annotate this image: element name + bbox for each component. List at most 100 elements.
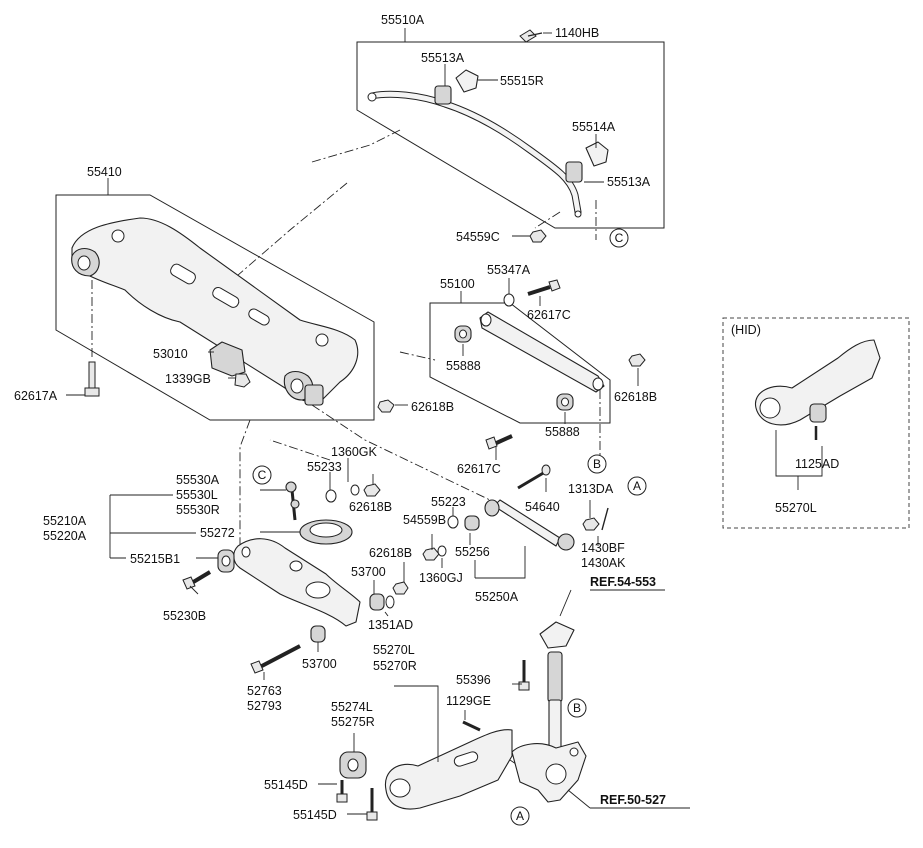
svg-text:A: A	[633, 479, 641, 493]
label-53010: 53010	[153, 347, 188, 361]
label-hid-title: (HID)	[731, 323, 761, 337]
upper-arm-55100	[479, 311, 605, 393]
bolt-62617A	[84, 361, 100, 397]
label-55410: 55410	[87, 165, 122, 179]
label-55272: 55272	[200, 526, 235, 540]
bolt-54640	[517, 464, 551, 490]
knuckle	[511, 741, 587, 803]
label-55347A: 55347A	[487, 263, 531, 277]
label-55510A: 55510A	[381, 13, 425, 27]
label-55230B: 55230B	[163, 609, 206, 623]
callout-c-stabilizer: C	[609, 228, 629, 248]
nut-1360GK	[350, 484, 360, 496]
label-1339GB: 1339GB	[165, 372, 211, 386]
hid-variant-frame	[722, 317, 910, 529]
label-55275R: 55275R	[331, 715, 375, 729]
label-1430AK: 1430AK	[581, 556, 626, 570]
label-1360GJ: 1360GJ	[419, 571, 463, 585]
trailing-arm-55270	[384, 729, 513, 810]
label-ref-54-553: REF.54-553	[590, 575, 656, 589]
label-55396: 55396	[456, 673, 491, 687]
label-62618B-left: 62618B	[349, 500, 392, 514]
label-1351AD: 1351AD	[368, 618, 413, 632]
label-55513A-right: 55513A	[607, 175, 651, 189]
label-55274L: 55274L	[331, 700, 373, 714]
label-55530L: 55530L	[176, 488, 218, 502]
svg-text:A: A	[516, 809, 524, 823]
washer-55233	[325, 489, 337, 503]
bolt-55145D-top	[336, 780, 348, 803]
label-55888-right: 55888	[545, 425, 580, 439]
label-53700-top: 53700	[351, 565, 386, 579]
label-55530A: 55530A	[176, 473, 220, 487]
label-1140HB: 1140HB	[555, 26, 599, 40]
label-54640: 54640	[525, 500, 560, 514]
label-62617C-bottom: 62617C	[457, 462, 501, 476]
lower-arm-55210A	[233, 538, 361, 627]
stabilizer-bushing-left	[434, 69, 479, 105]
label-52793: 52793	[247, 699, 282, 713]
washer-1360GJ	[437, 545, 447, 557]
bushing-55888-left	[454, 325, 472, 343]
label-ref-50-527: REF.50-527	[600, 793, 666, 807]
leader-lines	[66, 28, 823, 815]
spring-seat-55272	[299, 519, 353, 545]
label-1313DA: 1313DA	[568, 482, 614, 496]
label-54559C: 54559C	[456, 230, 500, 244]
nut-54559C	[529, 229, 547, 243]
assist-link-55250A	[484, 499, 575, 551]
callout-a-knuckle: A	[510, 806, 530, 826]
bushing-53700-top	[369, 593, 385, 611]
nut-62618B-crossmember	[377, 399, 395, 413]
nut-62618B-lower	[392, 581, 409, 595]
svg-text:C: C	[258, 468, 267, 482]
stabilizer-bushing-right	[565, 141, 609, 183]
nut-62618B-link	[363, 483, 381, 497]
callout-b-upper-arm: B	[587, 454, 607, 474]
bolt-1339GB	[234, 373, 251, 388]
label-52763: 52763	[247, 684, 282, 698]
label-55145D-bottom: 55145D	[293, 808, 337, 822]
nut-54559B	[422, 547, 440, 561]
part-labels: 55510A 1140HB 55513A 55515R 55514A 55513…	[14, 13, 839, 822]
label-55514A: 55514A	[572, 120, 616, 134]
label-55513A-top: 55513A	[421, 51, 465, 65]
label-55250A: 55250A	[475, 590, 519, 604]
stabilizer-bar-frame	[356, 41, 665, 229]
label-55223: 55223	[431, 495, 466, 509]
stabilizer-bar	[367, 90, 582, 218]
label-55100: 55100	[440, 277, 475, 291]
label-55210A: 55210A	[43, 514, 87, 528]
crossmember-frame	[55, 194, 375, 421]
bolt-55145D-bottom	[366, 788, 378, 821]
svg-text:B: B	[573, 701, 581, 715]
label-1129GE: 1129GE	[446, 694, 491, 708]
label-55233: 55233	[307, 460, 342, 474]
label-55270L-hid: 55270L	[775, 501, 817, 515]
label-1125AD: 1125AD	[795, 457, 839, 471]
label-62618B-right: 62618B	[614, 390, 657, 404]
bushing-55888-right	[556, 393, 574, 411]
label-62618B-mid: 62618B	[411, 400, 454, 414]
bushing-53700-bottom	[310, 625, 326, 643]
pin-1430BF	[601, 507, 609, 531]
nut-62618B-upper	[628, 353, 646, 367]
label-62617A: 62617A	[14, 389, 58, 403]
nut-1313DA	[582, 517, 600, 531]
bolt-52763	[250, 644, 301, 674]
bushing-55215B1	[217, 549, 235, 573]
label-55220A: 55220A	[43, 529, 87, 543]
callout-b-knuckle: B	[567, 698, 587, 718]
bolt-62617C-top	[527, 279, 561, 296]
stabilizer-link-55530	[285, 481, 300, 521]
callout-c-link: C	[252, 465, 272, 485]
callout-a-pin: A	[627, 476, 647, 496]
label-1430BF: 1430BF	[581, 541, 625, 555]
dashed-connection-lines	[91, 129, 601, 781]
bolt-1140HB	[519, 29, 543, 43]
bracket-53010	[209, 341, 246, 377]
bolt-55396	[518, 660, 530, 691]
label-55256: 55256	[455, 545, 490, 559]
label-53700-bottom: 53700	[302, 657, 337, 671]
